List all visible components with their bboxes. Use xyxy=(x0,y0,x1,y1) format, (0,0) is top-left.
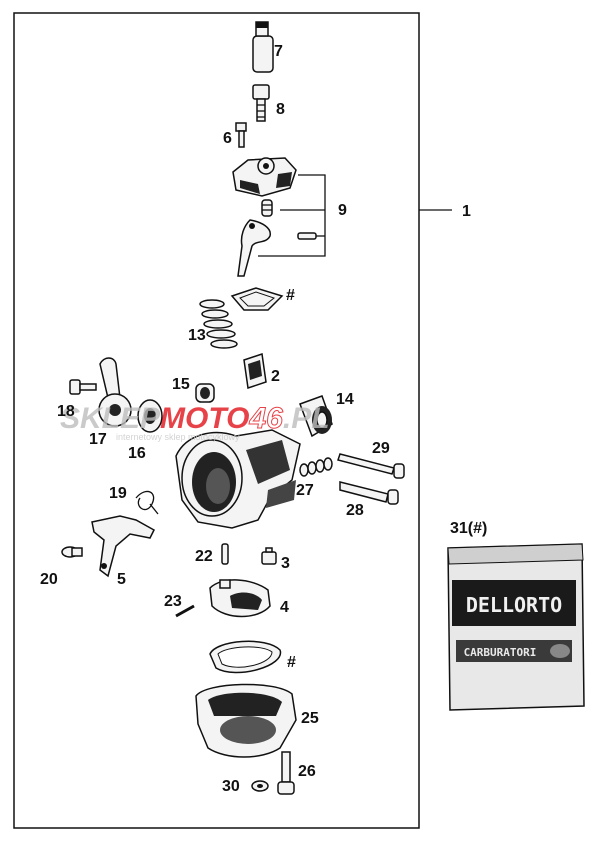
label-13: 13 xyxy=(188,327,206,344)
label-4: 4 xyxy=(280,599,289,616)
part-8-bolt xyxy=(252,84,270,122)
part-9-lever xyxy=(237,219,271,277)
part-4-float xyxy=(209,579,271,618)
bag-sub-text: CARBURATORI xyxy=(464,646,537,659)
gasket-top xyxy=(230,287,284,311)
part-26-bolt xyxy=(277,751,295,795)
label-20: 20 xyxy=(40,571,58,588)
bracket-9 xyxy=(258,174,326,257)
part-7-cap xyxy=(252,21,274,73)
label-18: 18 xyxy=(57,403,75,420)
watermark: SKLEPMOTO46.PL internetowy sklep motocyk… xyxy=(60,402,330,443)
label-hash-top: # xyxy=(286,287,295,304)
label-29: 29 xyxy=(372,440,390,457)
label-8: 8 xyxy=(276,101,285,118)
watermark-part-c: 46 xyxy=(248,402,283,435)
part-30-washer xyxy=(251,780,269,792)
bag-logo-panel xyxy=(452,580,576,626)
watermark-brand: SKLEPMOTO46.PL xyxy=(60,402,330,435)
label-25: 25 xyxy=(301,710,319,727)
label-22: 22 xyxy=(195,548,213,565)
label-6: 6 xyxy=(223,130,232,147)
label-14: 14 xyxy=(336,391,354,408)
part-22-pin xyxy=(221,543,229,565)
watermark-tagline: internetowy sklep motocyklowy xyxy=(116,432,240,442)
part-27-spring xyxy=(299,457,333,477)
label-23: 23 xyxy=(164,593,182,610)
bag-sub-panel xyxy=(456,640,572,662)
label-26: 26 xyxy=(298,763,316,780)
assembly-frame xyxy=(13,12,420,829)
carburettor-body xyxy=(175,429,301,529)
label-2: 2 xyxy=(271,368,280,385)
part-6-screw xyxy=(235,122,247,148)
part-2-slide xyxy=(243,353,267,389)
label-9: 9 xyxy=(338,202,347,219)
part-23-needle xyxy=(175,604,195,618)
label-19: 19 xyxy=(109,485,127,502)
bag-badge-icon xyxy=(550,644,570,658)
part-9-throttle-housing xyxy=(232,157,297,197)
part-29-screw xyxy=(337,453,405,479)
label-30: 30 xyxy=(222,778,240,795)
part-19-spring xyxy=(135,490,159,515)
part-15 xyxy=(195,383,215,403)
label-16: 16 xyxy=(128,445,146,462)
part-28-screw xyxy=(339,481,399,505)
label-3: 3 xyxy=(281,555,290,572)
label-7: 7 xyxy=(274,43,283,60)
label-27: 27 xyxy=(296,482,314,499)
part-13-spring xyxy=(199,299,238,349)
part-20-screw xyxy=(61,546,83,558)
part-3-nut xyxy=(261,547,277,565)
part-9-pin xyxy=(297,232,317,240)
part-5-plate xyxy=(91,515,155,578)
watermark-part-b: MOTO xyxy=(160,402,249,435)
label-31: 31(#) xyxy=(450,520,487,537)
watermark-part-a: SKLEP xyxy=(60,402,161,435)
part-14-sleeve xyxy=(299,395,333,438)
part-16-wheel xyxy=(137,399,163,433)
label-5: 5 xyxy=(117,571,126,588)
label-28: 28 xyxy=(346,502,364,519)
label-hash-bottom: # xyxy=(287,654,296,671)
watermark-part-d: .PL xyxy=(283,402,330,435)
part-25-float-bowl xyxy=(195,683,297,758)
bag-brand-text: DELLORTO xyxy=(466,593,562,617)
part-9-spring xyxy=(261,199,273,217)
label-17: 17 xyxy=(89,431,107,448)
label-1: 1 xyxy=(462,203,471,220)
gasket-bottom xyxy=(209,640,281,674)
part-31-gasket-bag: DELLORTO CARBURATORI xyxy=(447,543,585,711)
part-17-lever xyxy=(98,357,132,427)
part-18-screw xyxy=(69,379,97,395)
label-15: 15 xyxy=(172,376,190,393)
